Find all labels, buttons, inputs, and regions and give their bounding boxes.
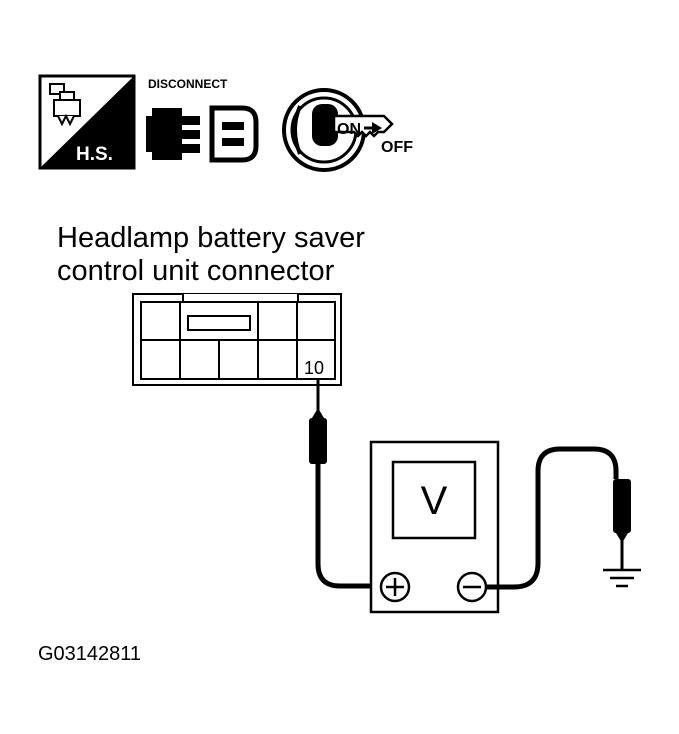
connector-title-line-1: Headlamp battery saver [57, 222, 365, 254]
positive-probe [309, 380, 378, 589]
hs-icon: H.S. [38, 74, 136, 170]
meter-display-v: V [421, 479, 448, 523]
ignition-key-icon: ON OFF [282, 88, 413, 172]
hs-label: H.S. [76, 144, 113, 165]
pin-10-label: 10 [304, 358, 324, 378]
connector-title-line-2: control unit connector [57, 255, 335, 287]
off-label: OFF [381, 139, 413, 156]
ground-icon [603, 568, 641, 588]
figure-code: G03142811 [38, 643, 141, 665]
connector-face: 10 [132, 293, 342, 386]
disconnect-label: DISCONNECT [148, 77, 228, 91]
disconnect-icon: DISCONNECT [146, 77, 259, 163]
on-label: ON [337, 121, 361, 138]
negative-probe [486, 446, 631, 590]
voltmeter: V [369, 440, 500, 614]
